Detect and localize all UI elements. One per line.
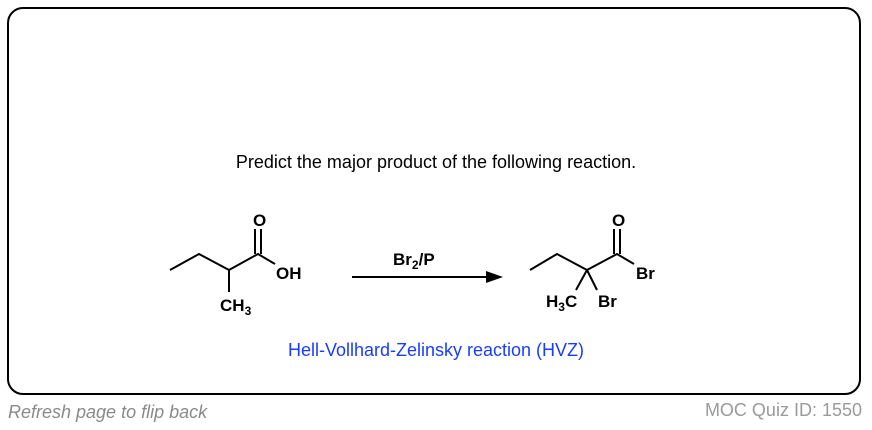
- flip-hint: Refresh page to flip back: [8, 402, 208, 422]
- quiz-id: MOC Quiz ID: 1550: [704, 400, 862, 420]
- reactant-hydroxyl: OH: [276, 264, 302, 283]
- question-text: Predict the major product of the followi…: [235, 152, 637, 172]
- quiz-card[interactable]: [7, 7, 861, 395]
- product-alpha-bromine: Br: [598, 292, 617, 311]
- product-acyl-bromide: Br: [636, 264, 655, 283]
- reagent-label: Br2/P: [393, 250, 435, 272]
- reaction-arrow: [352, 271, 503, 283]
- product-methyl: H3C: [546, 292, 577, 314]
- reaction-name: Hell-Vollhard-Zelinsky reaction (HVZ): [287, 340, 585, 360]
- product-structure: [529, 229, 635, 291]
- reactant-oxygen: O: [253, 211, 266, 230]
- reactant-methyl: CH3: [220, 296, 252, 318]
- reactant-structure: [169, 229, 276, 292]
- product-oxygen: O: [612, 211, 625, 230]
